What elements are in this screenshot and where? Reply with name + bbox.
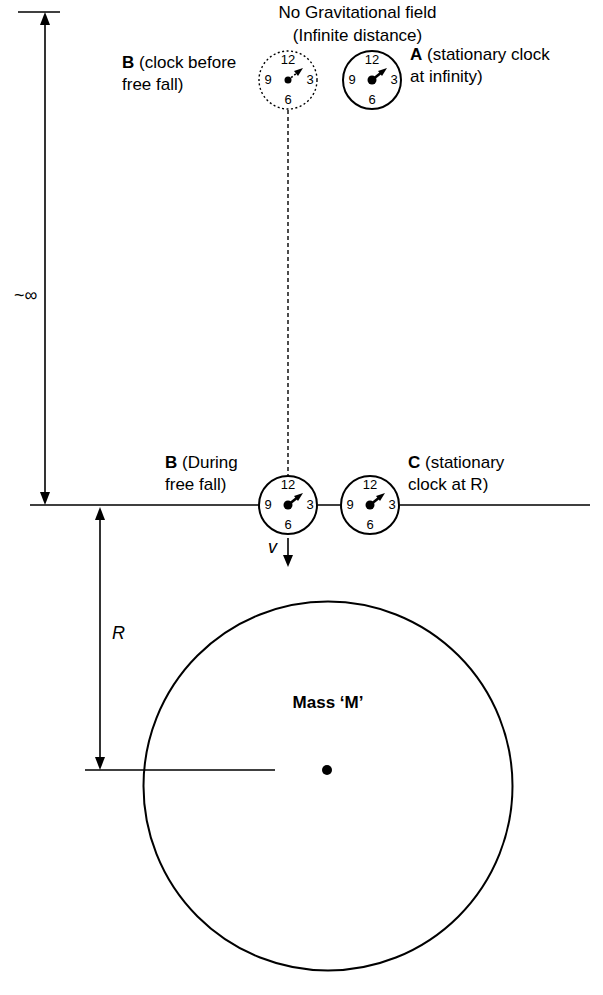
clock-number: 12 <box>363 53 381 67</box>
clock: C(stationary clock at R)12369 <box>340 475 400 535</box>
clock-number: 6 <box>361 518 379 532</box>
mass-circle: Mass ‘M’ <box>142 600 514 972</box>
infinity-arrow <box>44 22 46 495</box>
label: ~∞ <box>14 284 37 306</box>
clock-number: 3 <box>383 498 401 512</box>
clock: A(stationary clock at infinity)12369 <box>342 50 402 110</box>
hand-tip <box>376 493 385 501</box>
clock-number: 12 <box>361 478 379 492</box>
clock-center <box>284 501 293 510</box>
clock-caption: (clock before free fall) <box>122 52 247 96</box>
clock: B(During free fall)12369 <box>258 475 318 535</box>
arrow-head <box>40 12 50 25</box>
mass-outline <box>144 602 513 971</box>
clock-number: 6 <box>279 518 297 532</box>
clock-letter: A <box>410 44 422 66</box>
clock-caption: (During free fall) <box>165 452 257 496</box>
hand-tip <box>294 493 303 501</box>
clock-caption: (stationary clock at R) <box>408 452 522 496</box>
arrow-head <box>95 757 105 770</box>
arrow-head <box>283 555 293 567</box>
clock-letter: B <box>165 452 177 474</box>
radius-line <box>85 769 275 771</box>
clock-number: 6 <box>279 93 297 107</box>
clock-center <box>366 501 375 510</box>
connector <box>288 110 289 475</box>
clock-number: 6 <box>363 93 381 107</box>
clock-center <box>368 76 377 85</box>
clock-number: 12 <box>279 53 297 67</box>
clock-center <box>285 77 292 84</box>
clock-number: 9 <box>259 73 277 87</box>
clock-number: 9 <box>341 498 359 512</box>
mass-label: Mass ‘M’ <box>142 692 514 714</box>
clock-number: 3 <box>301 498 319 512</box>
clock-number: 9 <box>343 73 361 87</box>
hand-tip <box>378 68 387 76</box>
clock-number: 9 <box>259 498 277 512</box>
label: R <box>112 622 125 644</box>
clock-letter: C <box>408 452 420 474</box>
velocity-arrow <box>287 538 289 557</box>
clock-number: 3 <box>385 73 403 87</box>
label: v <box>268 536 277 558</box>
radius-arrow <box>99 517 101 760</box>
title: No Gravitational field (Infinite distanc… <box>250 1 465 47</box>
arrow-head <box>40 492 50 505</box>
mass-body <box>142 600 514 972</box>
top-tick <box>18 11 60 13</box>
center-dot <box>322 765 332 775</box>
clock-number: 3 <box>301 73 319 87</box>
clock-letter: B <box>122 52 134 74</box>
arrow-head <box>95 507 105 520</box>
clock-number: 12 <box>279 478 297 492</box>
clock-caption: (stationary clock at infinity) <box>410 44 550 88</box>
connector-line <box>287 110 288 475</box>
hand-tip <box>294 68 303 76</box>
clock: B(clock before free fall)12369 <box>258 50 318 110</box>
